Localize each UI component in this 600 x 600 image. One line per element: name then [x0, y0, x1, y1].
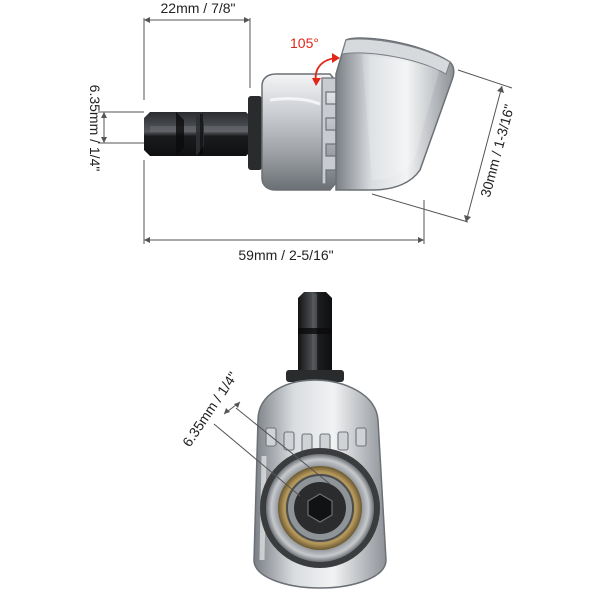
gear-housing-side: [261, 73, 341, 191]
collar-ring: [248, 96, 262, 170]
angle-label: 105°: [290, 35, 319, 51]
angle-arrow-head: [312, 78, 321, 86]
hex-size-bottom-label: 6.35mm / 1/4": [179, 369, 241, 450]
head-height-label: 30mm / 1-3/16": [477, 103, 517, 199]
hex-size-side-label: 6.35mm / 1/4": [87, 85, 103, 172]
dimension-arrows-bottom: [224, 402, 240, 414]
angle-arrow-tail: [332, 53, 340, 63]
side-view-product: [144, 37, 455, 191]
bearing-socket: [260, 448, 380, 568]
shank-length-label: 22mm / 7/8": [161, 0, 236, 16]
dimension-arrows-top: [101, 17, 504, 243]
total-length-label: 59mm / 2-5/16": [238, 247, 333, 263]
hex-shank-side: [144, 112, 252, 156]
hex-shank-front: [298, 292, 332, 372]
collar-ring-front: [286, 370, 344, 382]
front-view-product: [253, 292, 387, 589]
dimension-lines-top: [98, 18, 513, 244]
hex-socket-hole: [307, 493, 333, 523]
angled-head-side: [335, 37, 455, 191]
